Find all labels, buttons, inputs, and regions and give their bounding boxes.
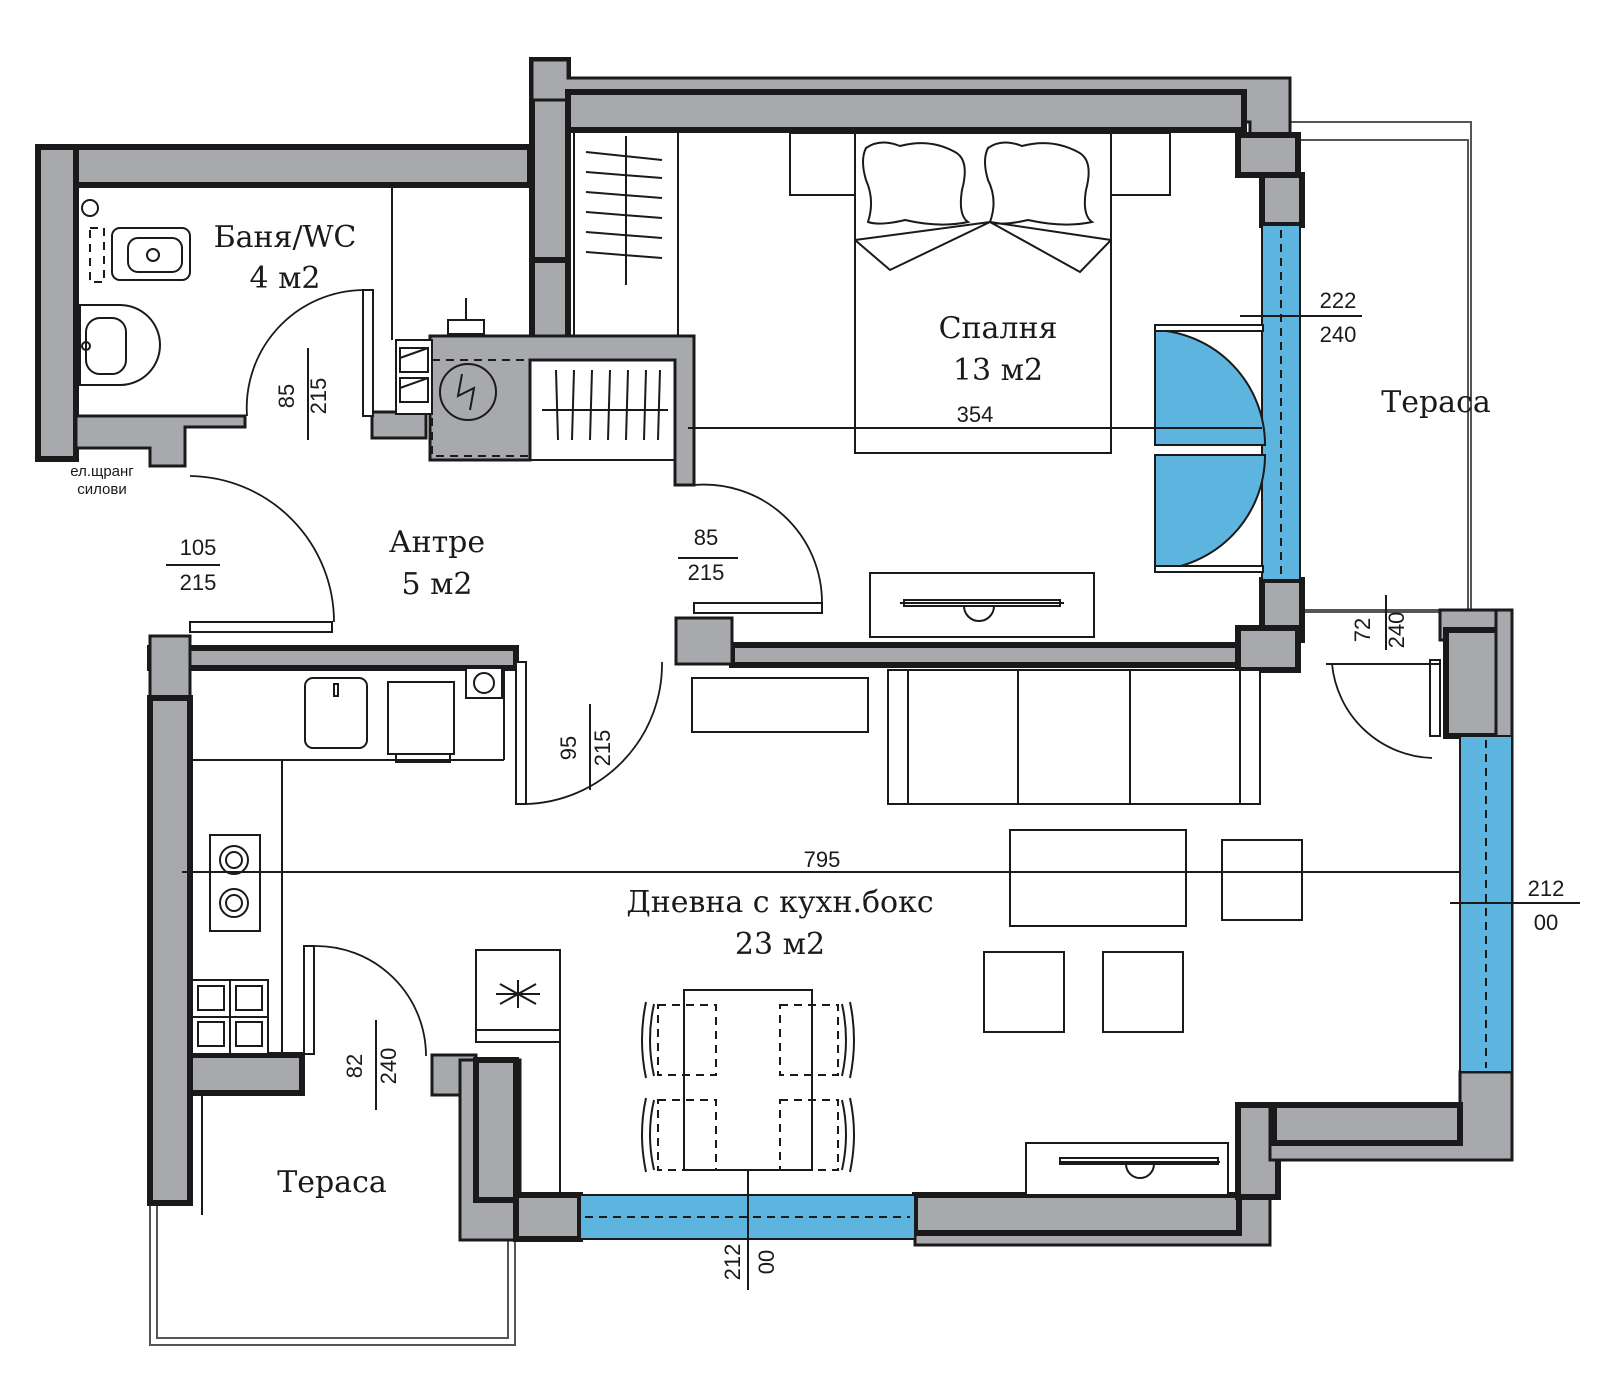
bath-area: 4 м2 [249,261,320,296]
living-door-width: 95 [556,736,581,760]
tv-stand-living [1025,1142,1229,1196]
kitchen [190,667,561,1195]
pillow-icon [984,141,1095,226]
svg-text:силови: силови [77,481,127,498]
dining-table [641,989,855,1290]
living-width: 795 [804,847,841,872]
svg-text:240: 240 [1384,612,1409,649]
entry-door-width: 105 [180,535,217,560]
living-dimension: 795 [182,847,1460,873]
bedroom-door-height: 215 [688,560,725,585]
terrace-left-outline [149,1175,516,1346]
chair-icon [779,1097,855,1173]
living-window-bottom-dimension: 212 00 [720,1244,779,1281]
svg-text:82: 82 [342,1054,367,1078]
bath-door: 85 215 [245,289,374,440]
bedroom-balcony-door [1154,324,1267,573]
terrace-left-name: Тераса [277,1165,387,1200]
bedroom-width: 354 [957,402,994,427]
electric-panel [431,359,531,457]
svg-text:ел.щранг: ел.щранг [70,463,134,480]
svg-text:212: 212 [720,1244,745,1281]
bedroom-area: 13 м2 [953,353,1043,388]
electric-meter-icon [439,363,497,421]
living-area: 23 м2 [735,927,825,962]
wardrobes [430,130,679,461]
bedroom-name: Спалня [939,311,1058,346]
svg-text:72: 72 [1350,618,1375,642]
bath-name: Баня/WC [214,220,357,255]
sink-icon [304,677,368,749]
chair-icon [641,1097,717,1173]
svg-text:240: 240 [1320,322,1357,347]
bath-door-height: 215 [306,378,331,415]
walls [35,57,1514,1247]
bedroom-dimension: 354 [688,402,1262,429]
chair-icon [641,1001,717,1079]
living-tables [983,829,1303,1033]
living-door-height: 215 [590,730,615,767]
bedroom-door-width: 85 [694,525,718,550]
bathroom-fixtures [78,184,485,415]
hall-area: 5 м2 [401,567,472,602]
sofa [691,669,1261,805]
svg-text:00: 00 [754,1250,779,1274]
faucet-icon [447,319,485,335]
chair-icon [779,1001,855,1079]
living-window-right-dimension: 212 00 [1450,876,1580,935]
bedroom-window-dimension: 222 240 [1240,288,1362,347]
stove-icon [209,834,261,932]
room-labels: Баня/WC 4 м2 Спалня 13 м2 Антре 5 м2 Дне… [214,220,1491,1200]
svg-text:240: 240 [376,1048,401,1085]
svg-text:222: 222 [1320,288,1357,313]
terrace-right-name: Тераса [1381,385,1491,420]
terrace-door-right: 72 240 [1326,595,1441,759]
terrace-door-left: 82 240 [201,945,427,1215]
entry-door: 105 215 [166,475,335,633]
terrace-right-outline [1282,121,1472,613]
drain-icon [81,199,99,217]
entry-door-height: 215 [180,570,217,595]
svg-text:00: 00 [1534,910,1558,935]
svg-text:212: 212 [1528,876,1565,901]
windows [579,224,1513,1240]
living-name: Дневна с кухн.бокс [626,885,933,920]
pillow-icon [862,141,971,226]
dishwasher-icon [387,681,455,755]
bedroom-door: 85 215 [678,483,823,614]
tv-stand-bedroom [869,572,1095,638]
bed [789,132,1171,454]
living-door: 95 215 [515,661,663,805]
hall-name: Антре [389,525,485,560]
bath-door-width: 85 [274,384,299,408]
riser-note: ел.щранг силови [70,463,134,498]
sink-icon [79,304,161,386]
